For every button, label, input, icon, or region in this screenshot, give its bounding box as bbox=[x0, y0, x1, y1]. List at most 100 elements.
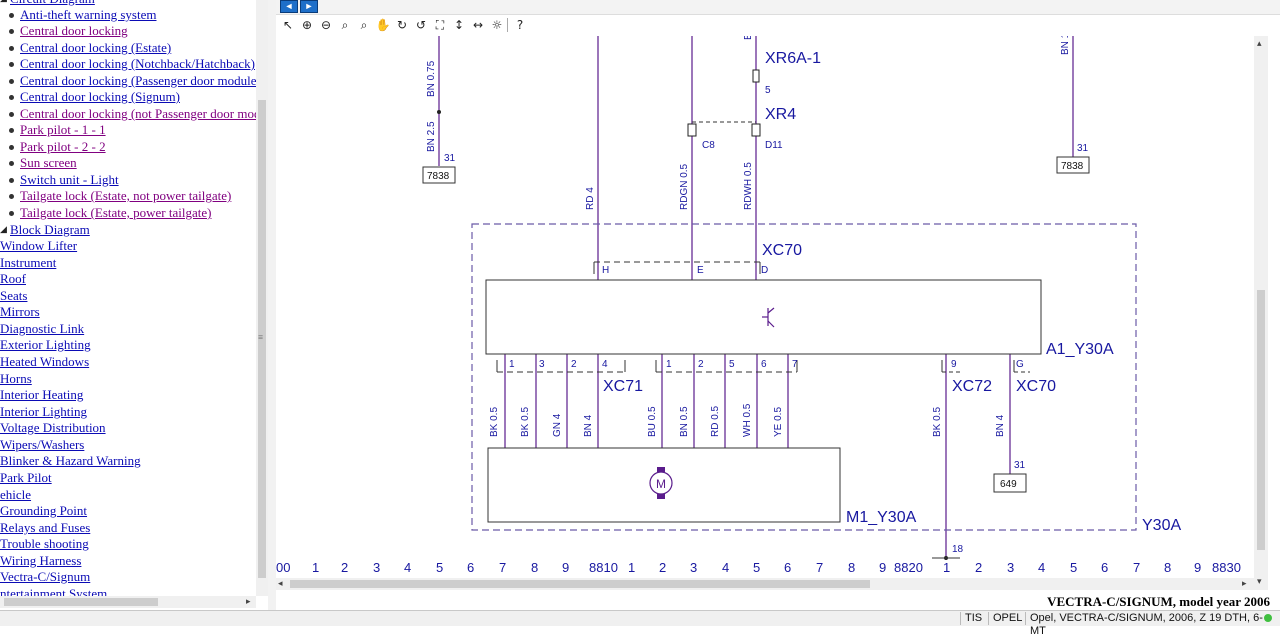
tree-item-link[interactable]: Circuit Diagram bbox=[10, 0, 95, 6]
tree-item[interactable]: Mirrors bbox=[0, 304, 40, 320]
tree-item-link[interactable]: Central door locking (Passenger door mod… bbox=[20, 73, 256, 88]
tree-item[interactable]: Block Diagram bbox=[10, 222, 90, 238]
tree-item[interactable]: Central door locking (Signum) bbox=[20, 89, 180, 105]
tree-item[interactable]: Central door locking bbox=[20, 23, 128, 39]
fit-height-icon[interactable]: ↕ bbox=[453, 18, 465, 32]
highlight-icon[interactable]: ☼ bbox=[491, 18, 503, 32]
tree-item-link[interactable]: Park Pilot bbox=[0, 470, 52, 485]
diagram-horizontal-scrollbar[interactable]: ◂ ▸ bbox=[276, 578, 1254, 590]
tree-item-link[interactable]: Interior Heating bbox=[0, 387, 84, 402]
tree-item[interactable]: Park pilot - 2 - 2 bbox=[20, 139, 106, 155]
help-icon[interactable]: ? bbox=[516, 18, 524, 32]
tree-item[interactable]: Wipers/Washers bbox=[0, 437, 84, 453]
tree-item-link[interactable]: Horns bbox=[0, 371, 32, 386]
tree-item[interactable]: Central door locking (Passenger door mod… bbox=[20, 73, 256, 89]
tree-item-link[interactable]: ntertainment System bbox=[0, 586, 108, 597]
tree-item[interactable]: Grounding Point bbox=[0, 503, 87, 519]
zoom-out-icon[interactable]: ⊖ bbox=[320, 18, 332, 32]
tree-item[interactable]: Interior Lighting bbox=[0, 404, 87, 420]
tree-item[interactable]: Instrument bbox=[0, 255, 56, 271]
diagram-vertical-scroll-thumb[interactable] bbox=[1257, 290, 1265, 550]
tree-item[interactable]: Central door locking (Estate) bbox=[20, 40, 171, 56]
tree-item[interactable]: ehicle bbox=[0, 487, 31, 503]
tree-item[interactable]: Seats bbox=[0, 288, 27, 304]
tree-item-link[interactable]: Mirrors bbox=[0, 304, 40, 319]
rotate-left-icon[interactable]: ↺ bbox=[415, 18, 427, 32]
diagram-vertical-scrollbar[interactable]: ▴ ▾ bbox=[1254, 36, 1268, 590]
tree-item-link[interactable]: Tailgate lock (Estate, power tailgate) bbox=[20, 205, 212, 220]
diagram-horizontal-scroll-thumb[interactable] bbox=[290, 580, 870, 588]
tree-item[interactable]: Circuit Diagram bbox=[10, 0, 95, 7]
fit-width-icon[interactable]: ↔ bbox=[472, 18, 484, 32]
tree-item-link[interactable]: Voltage Distribution bbox=[0, 420, 106, 435]
tree-item[interactable]: Heated Windows bbox=[0, 354, 89, 370]
forward-arrow-icon[interactable]: ► bbox=[300, 0, 318, 13]
tree-item[interactable]: ntertainment System bbox=[0, 586, 107, 597]
tree-item-link[interactable]: Roof bbox=[0, 271, 26, 286]
tree-item-link[interactable]: Vectra-C/Signum bbox=[0, 569, 91, 584]
tree-item[interactable]: Diagnostic Link bbox=[0, 321, 84, 337]
tree-item[interactable]: Park pilot - 1 - 1 bbox=[20, 122, 106, 138]
tree-item-link[interactable]: Heated Windows bbox=[0, 354, 90, 369]
tree-item-link[interactable]: Diagnostic Link bbox=[0, 321, 85, 336]
tree-item[interactable]: Anti-theft warning system bbox=[20, 7, 156, 23]
tree-item-link[interactable]: Block Diagram bbox=[10, 222, 90, 237]
tree-item[interactable]: Relays and Fuses bbox=[0, 520, 90, 536]
rotate-right-icon[interactable]: ↻ bbox=[396, 18, 408, 32]
tree-item[interactable]: Sun screen bbox=[20, 155, 77, 171]
tree-item-link[interactable]: Central door locking (Notchback/Hatchbac… bbox=[20, 56, 255, 71]
tree-item-link[interactable]: Central door locking bbox=[20, 23, 128, 38]
scroll-up-icon[interactable]: ▴ bbox=[1257, 38, 1262, 48]
circuit-diagram-canvas[interactable]: XR6A-1 XR4 XC70 A1_Y30A XC71 XC72 XC70 M… bbox=[276, 36, 1246, 576]
tree-item-link[interactable]: Sun screen bbox=[20, 155, 77, 170]
tree-item-link[interactable]: Relays and Fuses bbox=[0, 520, 91, 535]
tree-item-link[interactable]: Park pilot - 2 - 2 bbox=[20, 139, 106, 154]
tree-item[interactable]: Blinker & Hazard Warning bbox=[0, 453, 141, 469]
scroll-right-icon[interactable]: ▸ bbox=[1242, 578, 1247, 588]
zoom-icon[interactable]: ⌕ bbox=[341, 18, 349, 32]
tree-item-link[interactable]: Exterior Lighting bbox=[0, 337, 91, 352]
tree-item-link[interactable]: Central door locking (Estate) bbox=[20, 40, 172, 55]
tree-item[interactable]: Switch unit - Light bbox=[20, 172, 119, 188]
tree-item-link[interactable]: Trouble shooting bbox=[0, 536, 89, 551]
tree-item-link[interactable]: Wipers/Washers bbox=[0, 437, 85, 452]
tree-horizontal-scrollbar[interactable]: ▸ bbox=[0, 596, 256, 608]
expand-triangle-icon[interactable]: ◢ bbox=[0, 224, 7, 234]
tree-item-link[interactable]: Seats bbox=[0, 288, 28, 303]
expand-triangle-icon[interactable]: ◢ bbox=[0, 0, 7, 4]
tree-item-link[interactable]: Instrument bbox=[0, 255, 57, 270]
pan-hand-icon[interactable]: ✋ bbox=[375, 18, 391, 32]
tree-item[interactable]: Exterior Lighting bbox=[0, 337, 91, 353]
tree-vertical-scroll-thumb[interactable] bbox=[258, 100, 266, 578]
tree-item-link[interactable]: ehicle bbox=[0, 487, 32, 502]
tree-item[interactable]: Central door locking (not Passenger door… bbox=[20, 106, 256, 122]
tree-item[interactable]: Window Lifter bbox=[0, 238, 77, 254]
tree-vertical-scrollbar[interactable]: ≡ bbox=[256, 0, 268, 596]
scroll-left-icon[interactable]: ◂ bbox=[278, 578, 283, 588]
fit-page-icon[interactable]: ⛶ bbox=[435, 18, 445, 32]
tree-item[interactable]: Tailgate lock (Estate, not power tailgat… bbox=[20, 188, 231, 204]
tree-item[interactable]: Interior Heating bbox=[0, 387, 83, 403]
tree-item-link[interactable]: Grounding Point bbox=[0, 503, 88, 518]
scroll-down-icon[interactable]: ▾ bbox=[1257, 576, 1262, 586]
zoom-window-icon[interactable]: ⌕ bbox=[360, 18, 368, 32]
tree-horizontal-scroll-thumb[interactable] bbox=[4, 598, 158, 606]
tree-item-link[interactable]: Blinker & Hazard Warning bbox=[0, 453, 141, 468]
tree-item-link[interactable]: Switch unit - Light bbox=[20, 172, 119, 187]
tree-item-link[interactable]: Window Lifter bbox=[0, 238, 78, 253]
tree-item-link[interactable]: Central door locking (not Passenger door… bbox=[20, 106, 256, 121]
pointer-icon[interactable]: ↖ bbox=[282, 18, 294, 32]
tree-item[interactable]: Park Pilot bbox=[0, 470, 52, 486]
tree-item-link[interactable]: Park pilot - 1 - 1 bbox=[20, 122, 106, 137]
zoom-in-icon[interactable]: ⊕ bbox=[301, 18, 313, 32]
tree-item[interactable]: Central door locking (Notchback/Hatchbac… bbox=[20, 56, 255, 72]
tree-item[interactable]: Vectra-C/Signum bbox=[0, 569, 90, 585]
tree-item[interactable]: Wiring Harness bbox=[0, 553, 81, 569]
scroll-right-icon[interactable]: ▸ bbox=[246, 596, 251, 606]
pane-splitter[interactable] bbox=[268, 0, 276, 610]
tree-item[interactable]: Tailgate lock (Estate, power tailgate) bbox=[20, 205, 211, 221]
tree-item-link[interactable]: Central door locking (Signum) bbox=[20, 89, 180, 104]
tree-item-link[interactable]: Anti-theft warning system bbox=[20, 7, 157, 22]
tree-item[interactable]: Trouble shooting bbox=[0, 536, 89, 552]
tree-item-link[interactable]: Tailgate lock (Estate, not power tailgat… bbox=[20, 188, 232, 203]
